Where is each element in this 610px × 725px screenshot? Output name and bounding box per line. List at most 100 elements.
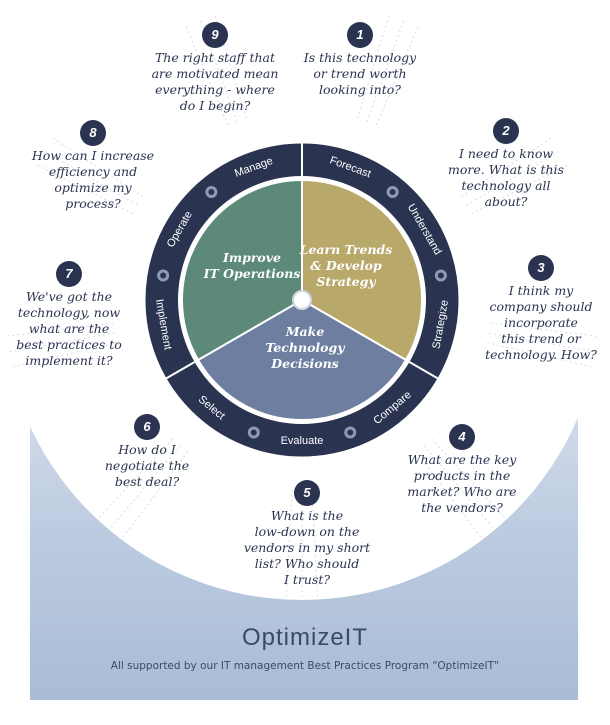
wedge-improve	[181, 178, 303, 362]
wedge-learn	[301, 178, 423, 362]
ray-line	[461, 136, 554, 197]
wedge-text-line: IT Operations	[203, 266, 301, 281]
ray-line	[487, 342, 595, 368]
ring-marker-dot	[160, 272, 167, 279]
step-number: 6	[134, 414, 160, 440]
ring-separator	[164, 361, 196, 380]
ray-line	[471, 163, 570, 215]
hub-outline	[292, 290, 312, 310]
ray-line	[490, 322, 600, 338]
question-line: vendors in my short	[243, 540, 371, 555]
question-line: optimize my	[54, 180, 132, 195]
question-line: What is the	[270, 508, 344, 523]
question-line: negotiate the	[104, 458, 190, 473]
question-line: process?	[65, 196, 121, 211]
step-number: 7	[56, 261, 82, 287]
ray-line	[431, 438, 507, 520]
question-line: technology, now	[17, 305, 121, 320]
ray-line	[423, 445, 496, 531]
ray-lines	[4, 12, 600, 600]
question-line: best practices to	[16, 337, 122, 352]
ring-marker-dot	[437, 272, 444, 279]
question-4: 4 What are the key products in the marke…	[398, 424, 526, 516]
question-1: 1 Is this technology or trend worth look…	[290, 22, 430, 98]
question-line: I trust?	[283, 572, 331, 587]
ray-line	[357, 12, 391, 119]
step-number: 4	[449, 424, 475, 450]
question-line: more. What is this	[448, 162, 564, 177]
wedge-text-line: Learn Trends	[299, 242, 393, 257]
ring-marker-dot	[250, 429, 257, 436]
ray-line	[375, 23, 420, 126]
question-line: efficiency and	[48, 164, 138, 179]
step-number: 2	[493, 118, 519, 144]
ray-line	[466, 149, 563, 206]
ray-line	[97, 438, 173, 520]
question-line: Is this technology	[303, 50, 417, 65]
question-line: technology. How?	[485, 347, 597, 362]
question-8: 8 How can I increase efficiency and opti…	[18, 120, 168, 212]
question-line: the vendors?	[421, 500, 503, 515]
step-number: 8	[80, 120, 106, 146]
wedge-text-line: Make	[285, 324, 325, 339]
question-line: looking into?	[319, 82, 401, 97]
question-line: What are the key	[407, 452, 517, 467]
ring-separator	[408, 361, 440, 380]
question-line: best deal?	[114, 474, 180, 489]
question-line: The right staff that	[154, 50, 276, 65]
hub	[293, 291, 311, 309]
stage-label-evaluate: Evaluate	[281, 435, 324, 447]
question-line: what are the	[28, 321, 110, 336]
ray-line	[121, 451, 189, 540]
step-number: 3	[528, 255, 554, 281]
step-number: 9	[202, 22, 228, 48]
ray-line	[285, 489, 293, 600]
question-line: list? Who should	[254, 556, 360, 571]
ring-marker-dot	[347, 429, 354, 436]
ray-line	[50, 136, 143, 197]
question-line: everything - where	[155, 82, 275, 97]
ray-line	[489, 332, 598, 353]
ray-line	[108, 445, 181, 531]
question-line: company should	[489, 299, 593, 314]
wedge-text-line: & Develop	[310, 258, 382, 273]
ray-line	[366, 17, 406, 122]
question-line: implement it?	[25, 353, 113, 368]
wedge-text-line: Decisions	[270, 356, 338, 371]
ray-line	[9, 342, 117, 368]
ray-line	[34, 163, 133, 215]
footer-subtitle: All supported by our IT management Best …	[110, 660, 500, 672]
ray-line	[311, 489, 319, 600]
ray-line	[41, 149, 138, 206]
footer-title: OptimizeIT	[241, 624, 368, 651]
question-line: I think my	[508, 283, 574, 298]
wedge-make	[196, 298, 408, 421]
question-3: 3 I think my company should incorporate …	[476, 255, 606, 363]
question-2: 2 I need to know more. What is this tech…	[436, 118, 576, 210]
question-line: incorporate	[504, 315, 578, 330]
question-line: this trend or	[501, 331, 581, 346]
ring-marker-dot	[389, 188, 396, 195]
question-7: 7 We've got the technology, now what are…	[6, 261, 132, 369]
question-line: are motivated mean	[151, 66, 279, 81]
question-line: market? Who are	[407, 484, 517, 499]
question-line: technology all	[461, 178, 551, 193]
ray-line	[4, 322, 114, 338]
question-5: 5 What is the low-down on the vendors in…	[237, 480, 377, 588]
question-line: How can I increase	[31, 148, 155, 163]
question-line: We've got the	[25, 289, 113, 304]
ray-line	[184, 23, 229, 126]
question-line: I need to know	[458, 146, 554, 161]
ring-marker-dot	[208, 188, 215, 195]
wedge-text-line: Strategy	[316, 274, 376, 289]
question-line: How do I	[118, 442, 176, 457]
ray-line	[6, 332, 115, 353]
question-6: 6 How do I negotiate the best deal?	[92, 414, 202, 490]
ray-line	[415, 451, 483, 540]
wedge-text-line: Technology	[265, 340, 345, 355]
